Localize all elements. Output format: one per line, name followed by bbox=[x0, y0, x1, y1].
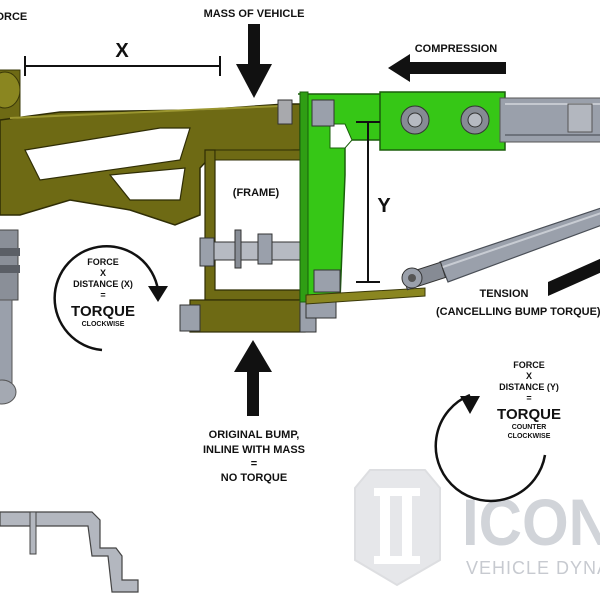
left-eq-distance: DISTANCE (X) bbox=[73, 279, 133, 289]
force-label: FORCE bbox=[0, 11, 27, 23]
right-eq-equals: = bbox=[526, 393, 531, 403]
x-dimension-label: X bbox=[115, 40, 129, 62]
frame-bracket bbox=[179, 149, 317, 333]
dimension-y bbox=[356, 121, 380, 283]
original-bump-line-2: INLINE WITH MASS bbox=[203, 444, 305, 456]
compression-label: COMPRESSION bbox=[415, 43, 498, 55]
original-bump-line-4: NO TORQUE bbox=[221, 472, 287, 484]
mass-of-vehicle-label: MASS OF VEHICLE bbox=[204, 8, 305, 20]
y-dimension-label: Y bbox=[377, 195, 391, 217]
compression-left-arrow bbox=[388, 54, 506, 82]
through-bolt bbox=[199, 229, 305, 269]
mass-down-arrow bbox=[236, 24, 272, 98]
left-eq-times: X bbox=[100, 268, 106, 278]
clockwise-torque-arrow bbox=[53, 244, 168, 352]
bolt-head-2 bbox=[460, 105, 490, 135]
dimension-x bbox=[24, 56, 221, 76]
bolt-head-1 bbox=[400, 105, 430, 135]
left-eq-direction: CLOCKWISE bbox=[82, 321, 125, 328]
left-eq-force: FORCE bbox=[87, 257, 119, 267]
cancelling-torque-label: (CANCELLING BUMP TORQUE) bbox=[436, 306, 600, 318]
left-eq-equals: = bbox=[100, 290, 105, 300]
icon-logo-watermark bbox=[354, 469, 441, 587]
watermark-tagline: VEHICLE DYNAMICS bbox=[466, 558, 600, 578]
right-eq-direction-2: CLOCKWISE bbox=[508, 433, 551, 440]
frame-label: (FRAME) bbox=[233, 187, 280, 199]
green-tension-bracket bbox=[298, 91, 426, 319]
small-bracket bbox=[0, 511, 139, 593]
right-eq-distance: DISTANCE (Y) bbox=[499, 382, 559, 392]
upper-control-arm bbox=[0, 99, 301, 226]
bump-up-arrow bbox=[234, 340, 272, 416]
right-eq-force: FORCE bbox=[513, 360, 545, 370]
right-eq-torque: TORQUE bbox=[497, 406, 561, 423]
original-bump-line-1: ORIGINAL BUMP, bbox=[209, 429, 300, 441]
original-bump-line-3: = bbox=[251, 458, 257, 470]
right-eq-direction-1: COUNTER bbox=[512, 424, 547, 431]
left-eq-torque: TORQUE bbox=[71, 303, 135, 320]
right-eq-times: X bbox=[526, 371, 532, 381]
tension-rod bbox=[401, 207, 600, 296]
watermark-brand: ICON bbox=[462, 485, 600, 559]
counterclockwise-torque-arrow bbox=[434, 393, 547, 503]
tension-label: TENSION bbox=[480, 288, 529, 300]
